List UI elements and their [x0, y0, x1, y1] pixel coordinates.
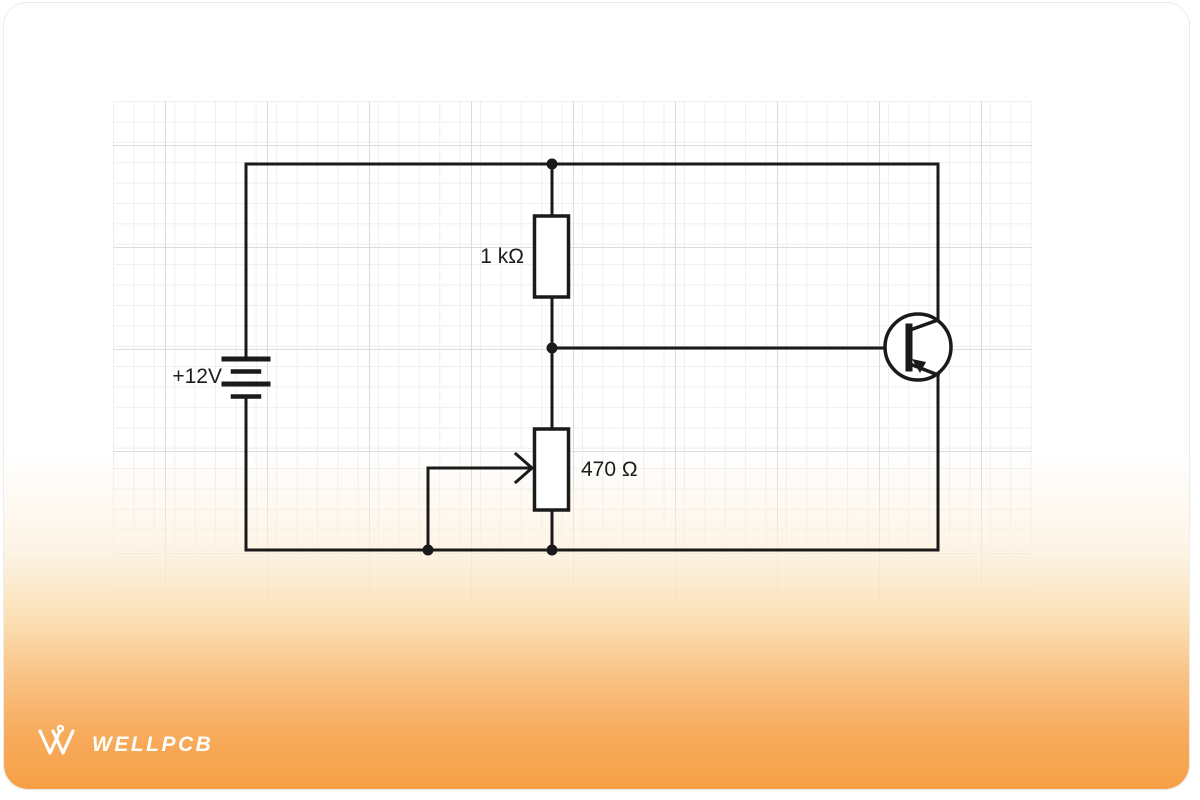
wellpcb-logo-icon	[38, 724, 75, 755]
wellpcb-logo: WELLPCB	[36, 724, 213, 758]
wellpcb-logo-text: WELLPCB	[92, 732, 214, 756]
resistor-r1-label: 1 kΩ	[480, 245, 524, 268]
orange-gradient-overlay	[4, 3, 1189, 789]
potentiometer-label: 470 Ω	[581, 458, 638, 481]
canvas-card	[3, 2, 1190, 790]
supply-voltage-label: +12V	[172, 365, 222, 388]
